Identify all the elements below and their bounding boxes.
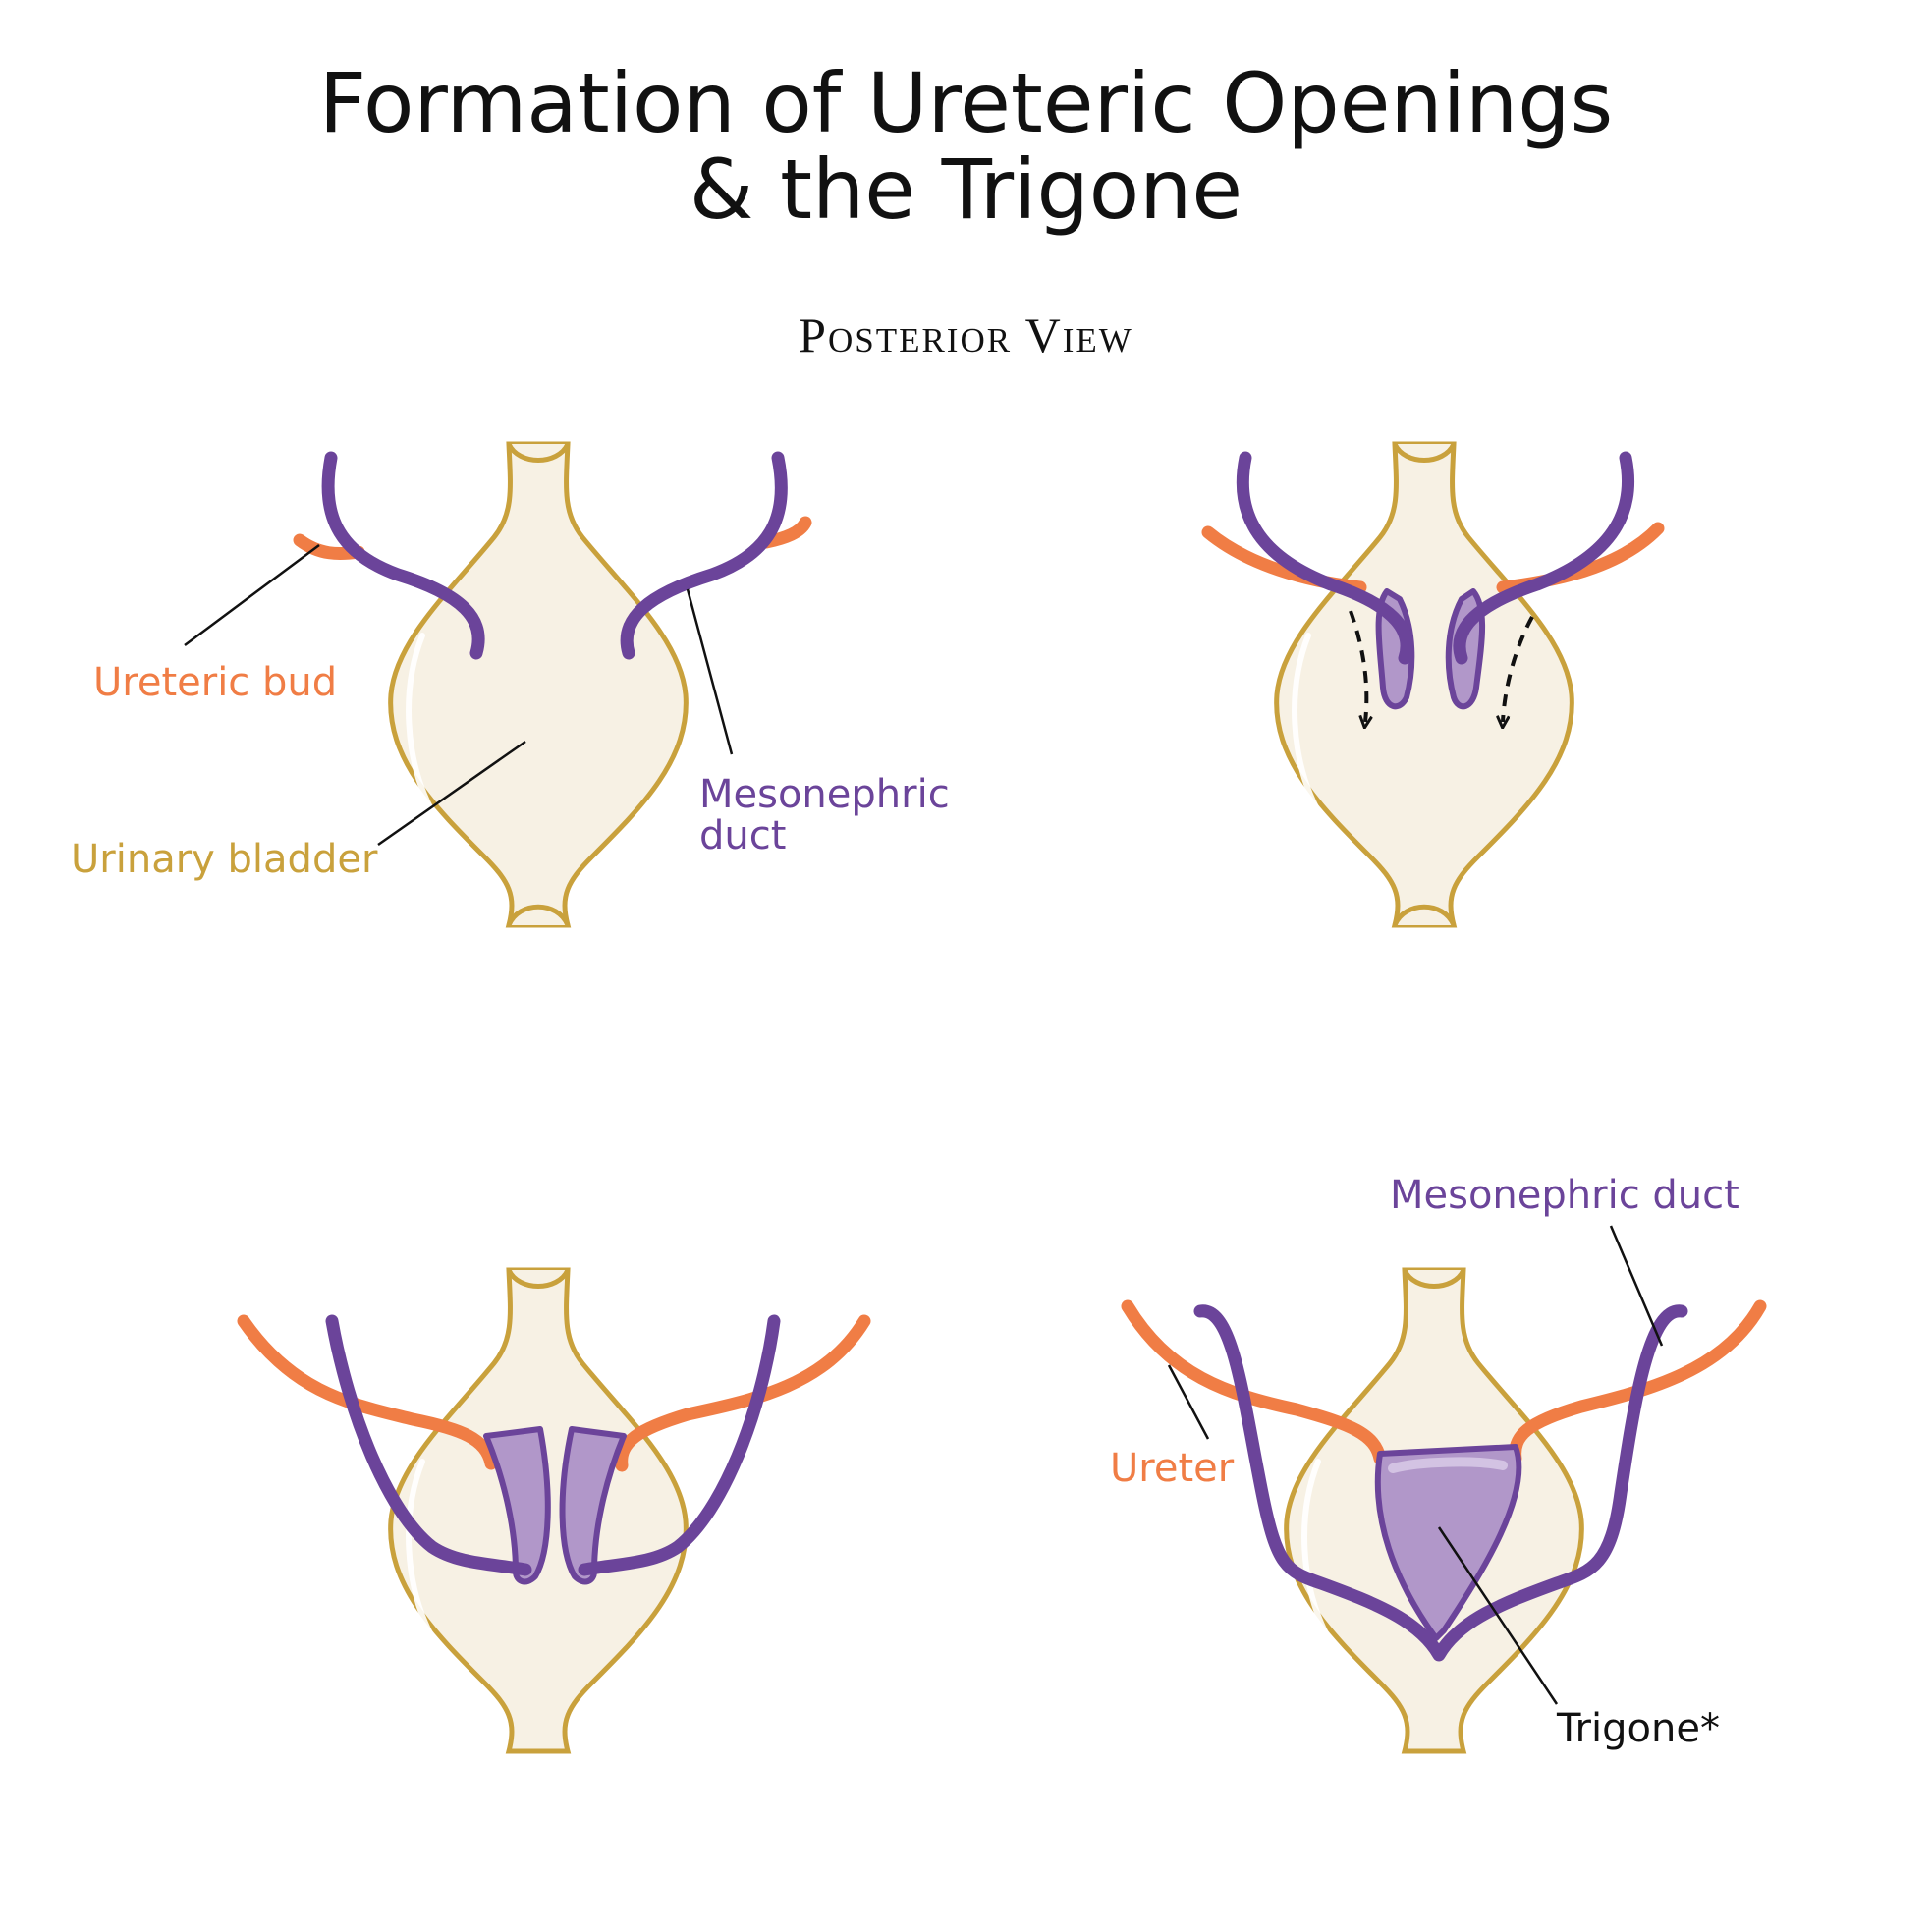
- label-urinary-bladder: Urinary bladder: [71, 837, 378, 882]
- ureteric-bud-left-3: [237, 1314, 498, 1470]
- label-ureteric-bud: Ureteric bud: [93, 660, 337, 705]
- duct-bulge-right-3: [559, 1426, 627, 1585]
- label-mesonephric-duct: Mesonephric duct: [1390, 1173, 1739, 1218]
- leader-ureter: [1167, 1364, 1210, 1440]
- arrow-left-2: [1349, 610, 1366, 722]
- leader-trigone: [1437, 1526, 1559, 1705]
- label-trigone: Trigone*: [1556, 1706, 1720, 1751]
- urinary-bladder-1: [391, 444, 687, 925]
- mesonephric-duct-right-1: [620, 451, 788, 660]
- urinary-bladder-3: [391, 1270, 687, 1751]
- mesonephric-duct-4: [1193, 1304, 1688, 1662]
- title-line-2: & the Trigone: [689, 141, 1243, 238]
- arrow-right-2: [1503, 616, 1534, 722]
- leader-mesonephric-duct-1: [686, 588, 734, 755]
- urinary-bladder-2: [1277, 444, 1573, 925]
- mesonephric-duct-right-2: [1453, 451, 1635, 665]
- leader-ureteric-bud: [184, 543, 320, 647]
- title-line-1: Formation of Ureteric Openings: [318, 55, 1614, 151]
- label-mesonephric-duct-line-1: Mesonephric: [699, 772, 950, 817]
- panel-2: [1201, 444, 1665, 925]
- mesonephric-duct-left-3: [325, 1314, 532, 1576]
- label-mesonephric-duct-line-2: duct: [699, 813, 786, 858]
- mesonephric-duct-right-3: [578, 1314, 781, 1576]
- leader-mesonephric-duct-4: [1609, 1225, 1664, 1347]
- panel-1: Ureteric bud Urinary bladder Mesonephric…: [71, 444, 950, 925]
- ureter-right-4: [1509, 1299, 1767, 1465]
- panel-3: [237, 1270, 871, 1751]
- urinary-bladder-4: [1287, 1270, 1582, 1751]
- duct-bulge-left-3: [483, 1426, 551, 1585]
- trigone-highlight-4: [1388, 1457, 1508, 1473]
- ureteric-bud-right-3: [615, 1314, 871, 1472]
- mesonephric-duct-left-1: [321, 451, 485, 660]
- subtitle: Posterior View: [799, 307, 1133, 362]
- mesonephric-duct-left-2: [1236, 451, 1413, 665]
- leader-urinary-bladder: [377, 740, 526, 847]
- label-ureter: Ureter: [1110, 1446, 1235, 1491]
- panel-4: Ureter Mesonephric duct Trigone*: [1110, 1173, 1767, 1751]
- ureter-left-4: [1121, 1299, 1387, 1465]
